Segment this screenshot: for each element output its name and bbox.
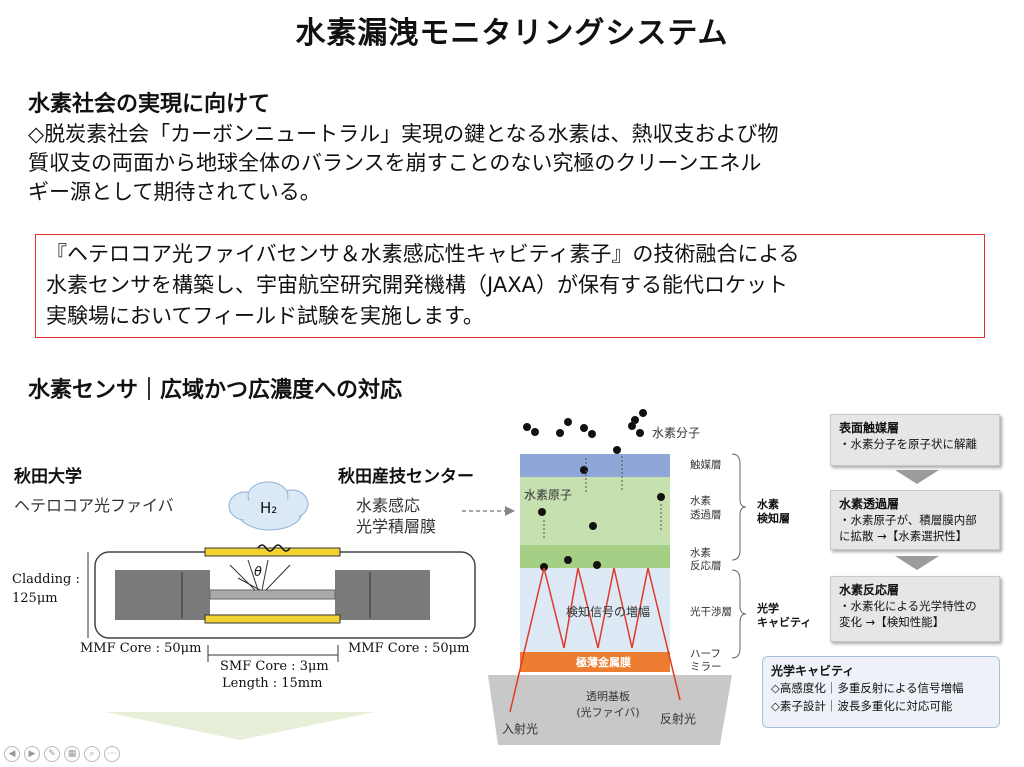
- substrate-label-line2: (光ファイバ): [576, 706, 640, 719]
- layer-label-react1: 水素: [690, 547, 711, 559]
- length-label: Length : 15mm: [222, 676, 323, 691]
- side-box-title: 表面触媒層: [839, 421, 900, 435]
- layer-label-mirror1: ハーフ: [690, 648, 721, 660]
- layer-label-mirror2: ミラー: [690, 661, 722, 673]
- layer-label-perm1: 水素: [690, 495, 711, 507]
- side-box-line: ・水素分子を原子状に解離: [839, 437, 977, 451]
- side-box-line: ・水素原子が、積層膜内部: [839, 513, 977, 527]
- down-arrow-icon: [895, 556, 939, 570]
- next-slide-button[interactable]: ▶: [24, 746, 40, 762]
- incident-label: 入射光: [502, 722, 539, 736]
- cloud-label: H₂: [260, 499, 278, 517]
- intro-paragraph: ◇脱炭素社会「カーボンニュートラル」実現の鍵となる水素は、熱収支および物 質収支…: [28, 120, 1008, 207]
- smf-label: SMF Core : 3μm: [220, 659, 329, 674]
- hydrogen-molecules: [523, 409, 647, 438]
- sensing-film-top: [204, 547, 341, 557]
- layer-label-perm2: 透過層: [690, 509, 722, 521]
- highlight-line: 水素センサを構築し、宇宙航空研究開発機構（JAXA）が保有する能代ロケット: [46, 273, 788, 297]
- reaction-layer: [520, 545, 670, 568]
- highlight-box: 『ヘテロコア光ファイバセンサ＆水素感応性キャビティ素子』の技術融合による 水素セ…: [35, 234, 985, 338]
- substrate-label-line1: 透明基板: [586, 690, 630, 703]
- signal-label: 検知信号の増幅: [566, 605, 651, 619]
- side-box-permeation: 水素透過層 ・水素原子が、積層膜内部 に拡散 →【水素選択性】: [830, 490, 1000, 550]
- mmf-core-right: [335, 570, 430, 620]
- layer-label-interf: 光干渉層: [690, 606, 732, 618]
- h2-cloud-icon: [228, 481, 309, 531]
- light-arrows: [509, 567, 681, 713]
- side-box-reaction: 水素反応層 ・水素化による光学特性の 変化 →【検知性能】: [830, 576, 1000, 642]
- substrate-label: 透明基板 (光ファイバ): [572, 688, 644, 720]
- mmf-left-label: MMF Core : 50μm: [80, 641, 202, 656]
- catalyst-layer: [520, 454, 670, 477]
- cavity-line: ◇高感度化｜多重反射による信号増幅: [771, 681, 964, 695]
- dashed-arrow-head: [505, 506, 515, 516]
- hydrogen-atoms: [538, 446, 665, 571]
- side-box-line: ・水素化による光学特性の: [839, 599, 977, 613]
- diffusion-arrows: [543, 456, 662, 540]
- side-box-title: 水素透過層: [839, 497, 900, 511]
- side-box-line: に拡散 →【水素選択性】: [839, 529, 968, 543]
- org-akita-univ-sub: ヘテロコア光ファイバ: [14, 496, 174, 515]
- group-cavity-label2: キャビティ: [757, 616, 812, 629]
- brace-cavity-icon: [731, 569, 747, 659]
- highlight-line: 実験場においてフィールド試験を実施します。: [46, 304, 484, 328]
- org-akita-univ: 秋田大学: [14, 467, 82, 487]
- org-akita-center: 秋田産技センター: [338, 467, 474, 487]
- section-heading-hydrogen-society: 水素社会の実現に向けて: [28, 92, 271, 117]
- group-braces: [731, 453, 747, 659]
- sensing-film-bottom: [204, 614, 341, 624]
- fiber-diagram: [87, 481, 515, 740]
- intro-line: 質収支の両面から地球全体のバランスを崩すことのない究極のクリーンエネル: [28, 151, 762, 175]
- mmf-core-left: [115, 570, 210, 620]
- cladding-label: Cladding :: [12, 572, 80, 587]
- scatter-lines: [229, 559, 291, 591]
- intro-line: ギー源として期待されている。: [28, 180, 321, 204]
- down-arrow-icon: [895, 470, 939, 484]
- org-akita-center-sub2: 光学積層膜: [356, 517, 437, 536]
- zoom-button[interactable]: ⌕: [84, 746, 100, 762]
- section-heading-sensor: 水素センサ｜広域かつ広濃度への対応: [28, 378, 403, 403]
- cladding-size: 125μm: [12, 591, 58, 606]
- page-title: 水素漏洩モニタリングシステム: [295, 16, 729, 51]
- group-detect-label1: 水素: [757, 498, 779, 511]
- highlight-line: 『ヘテロコア光ファイバセンサ＆水素感応性キャビティ素子』の技術融合による: [46, 242, 800, 266]
- side-box-catalyst: 表面触媒層 ・水素分子を原子状に解離: [830, 414, 1000, 466]
- layer-label-catalyst: 触媒層: [690, 459, 722, 471]
- metal-layer: [520, 652, 670, 672]
- layer-label-react2: 反応層: [690, 560, 722, 572]
- group-detect-label2: 検知層: [757, 512, 790, 525]
- pen-tool-button[interactable]: ✎: [44, 746, 60, 762]
- stack-diagram: [488, 409, 732, 745]
- theta-label: θ: [254, 565, 262, 580]
- substrate: [488, 675, 732, 745]
- prev-slide-button[interactable]: ◀: [4, 746, 20, 762]
- more-options-button[interactable]: ⋯: [104, 746, 120, 762]
- metal-label: 極薄金属膜: [576, 656, 631, 669]
- side-box-line: 変化 →【検知性能】: [839, 615, 945, 629]
- mmf-right-label: MMF Core : 50μm: [348, 641, 470, 656]
- down-arrow-shape: [105, 712, 375, 740]
- side-box-title: 水素反応層: [839, 583, 900, 597]
- reflected-label: 反射光: [660, 712, 697, 726]
- cavity-summary-box: 光学キャビティ ◇高感度化｜多重反射による信号増幅 ◇素子設計｜波長多重化に対応…: [762, 656, 1000, 728]
- group-cavity-label1: 光学: [757, 602, 779, 615]
- intro-line: ◇脱炭素社会「カーボンニュートラル」実現の鍵となる水素は、熱収支および物: [28, 122, 779, 146]
- org-akita-center-sub1: 水素感応: [356, 496, 421, 515]
- smf-core: [209, 589, 336, 600]
- cavity-line: ◇素子設計｜波長多重化に対応可能: [771, 699, 953, 713]
- cavity-title: 光学キャビティ: [771, 664, 855, 678]
- evanescent-wave-icon: [257, 544, 291, 552]
- slides-view-button[interactable]: ▦: [64, 746, 80, 762]
- atom-label: 水素原子: [524, 488, 573, 502]
- brace-detect-icon: [731, 453, 747, 561]
- molecule-label: 水素分子: [652, 426, 701, 440]
